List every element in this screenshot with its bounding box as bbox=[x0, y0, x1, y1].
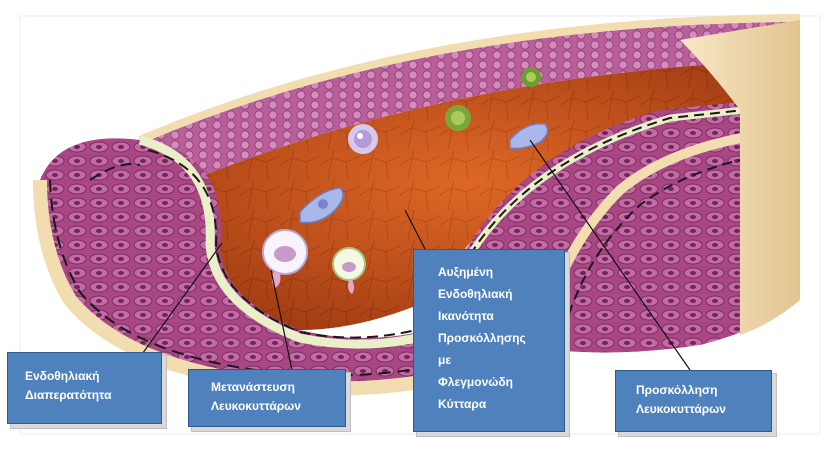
label-line: Ικανότητα bbox=[438, 305, 564, 327]
label-line: Φλεγμονώδη bbox=[438, 371, 564, 393]
label-line: Αυξημένη bbox=[438, 261, 564, 283]
activated-platelet-cell bbox=[445, 105, 471, 131]
label-leukocyte-adhesion: Προσκόλληση Λευκοκυττάρων bbox=[615, 370, 772, 432]
activated-platelet-cell-2 bbox=[521, 67, 541, 87]
label-line: Λευκοκυττάρων bbox=[636, 400, 771, 419]
label-increased-adhesion-capacity: Αυξημένη Ενδοθηλιακή Ικανότητα Προσκόλλη… bbox=[413, 249, 565, 432]
label-line: Λευκοκυττάρων bbox=[211, 397, 345, 416]
monocyte-cell-1 bbox=[348, 124, 378, 154]
label-line: Προσκόλλησης bbox=[438, 327, 564, 349]
label-line: Κύτταρα bbox=[438, 393, 564, 415]
label-line: Ενδοθηλιακή bbox=[438, 283, 564, 305]
label-line: Ενδοθηλιακή bbox=[25, 367, 161, 386]
label-leukocyte-migration: Μετανάστευση Λευκοκυττάρων bbox=[188, 369, 346, 427]
label-endothelial-permeability: Ενδοθηλιακή Διαπερατότητα bbox=[7, 352, 162, 424]
label-line: Μετανάστευση bbox=[211, 378, 345, 397]
label-line: Προσκόλληση bbox=[636, 381, 771, 400]
label-line: με bbox=[438, 349, 564, 371]
label-line: Διαπερατότητα bbox=[25, 386, 161, 405]
